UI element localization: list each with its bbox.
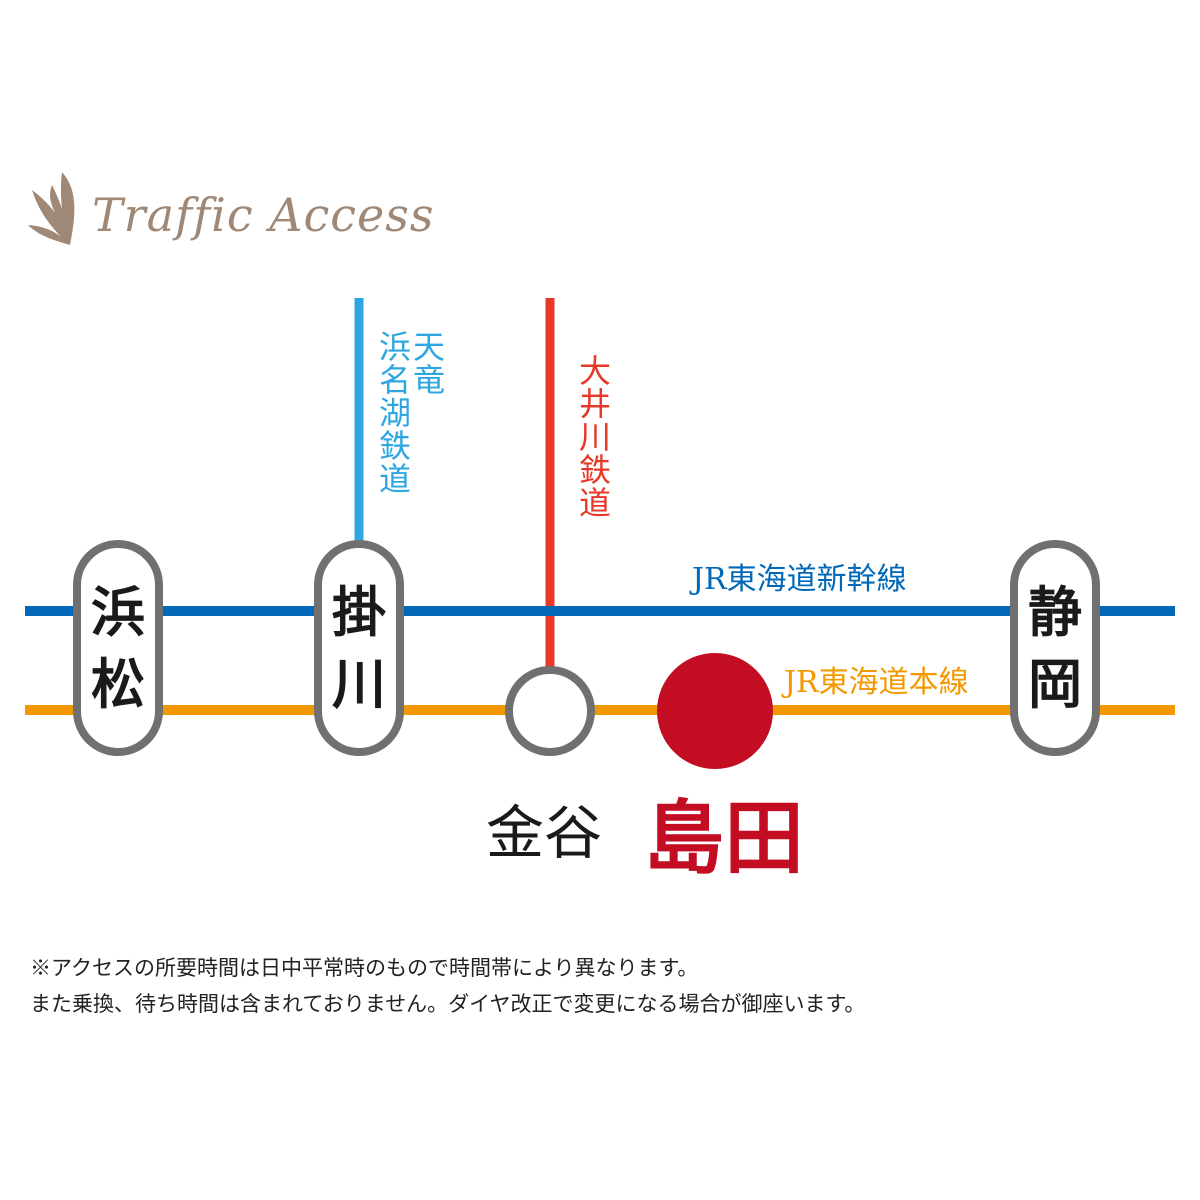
station-kakegawa-marker xyxy=(314,540,404,756)
tenryu-label-col1: 天竜 xyxy=(408,330,446,396)
note-line-1: ※アクセスの所要時間は日中平常時のもので時間帯により異なります。 xyxy=(30,956,699,980)
station-hamamatsu-marker xyxy=(73,540,163,756)
station-kanaya-marker xyxy=(505,666,595,756)
station-char: 掛 xyxy=(332,580,386,644)
note-line-2: また乗換、待ち時間は含まれておりません。ダイヤ改正で変更になる場合が御座います。 xyxy=(30,992,866,1016)
station-kanaya-label: 金谷 xyxy=(486,799,603,867)
honsen-label: JR東海道本線 xyxy=(784,665,969,700)
oigawa-label: 大井川鉄道 xyxy=(574,354,612,519)
shinkansen-label: JR東海道新幹線 xyxy=(692,562,907,597)
station-char: 岡 xyxy=(1028,652,1082,716)
station-shizuoka: 静 岡 xyxy=(1010,544,1100,752)
station-shimada-marker xyxy=(657,653,773,769)
station-char: 浜 xyxy=(91,580,145,644)
leaf-ornament-icon xyxy=(28,172,75,245)
station-kakegawa: 掛 川 xyxy=(314,544,404,752)
station-char: 川 xyxy=(332,652,386,716)
station-hamamatsu: 浜 松 xyxy=(73,544,163,752)
station-char: 静 xyxy=(1028,580,1082,644)
station-char: 松 xyxy=(91,652,145,716)
section-title: Traffic Access xyxy=(92,188,435,242)
tenryu-label-col2: 浜名湖鉄道 xyxy=(374,330,412,495)
station-shizuoka-marker xyxy=(1010,540,1100,756)
station-shimada-label: 島田 xyxy=(644,791,804,885)
